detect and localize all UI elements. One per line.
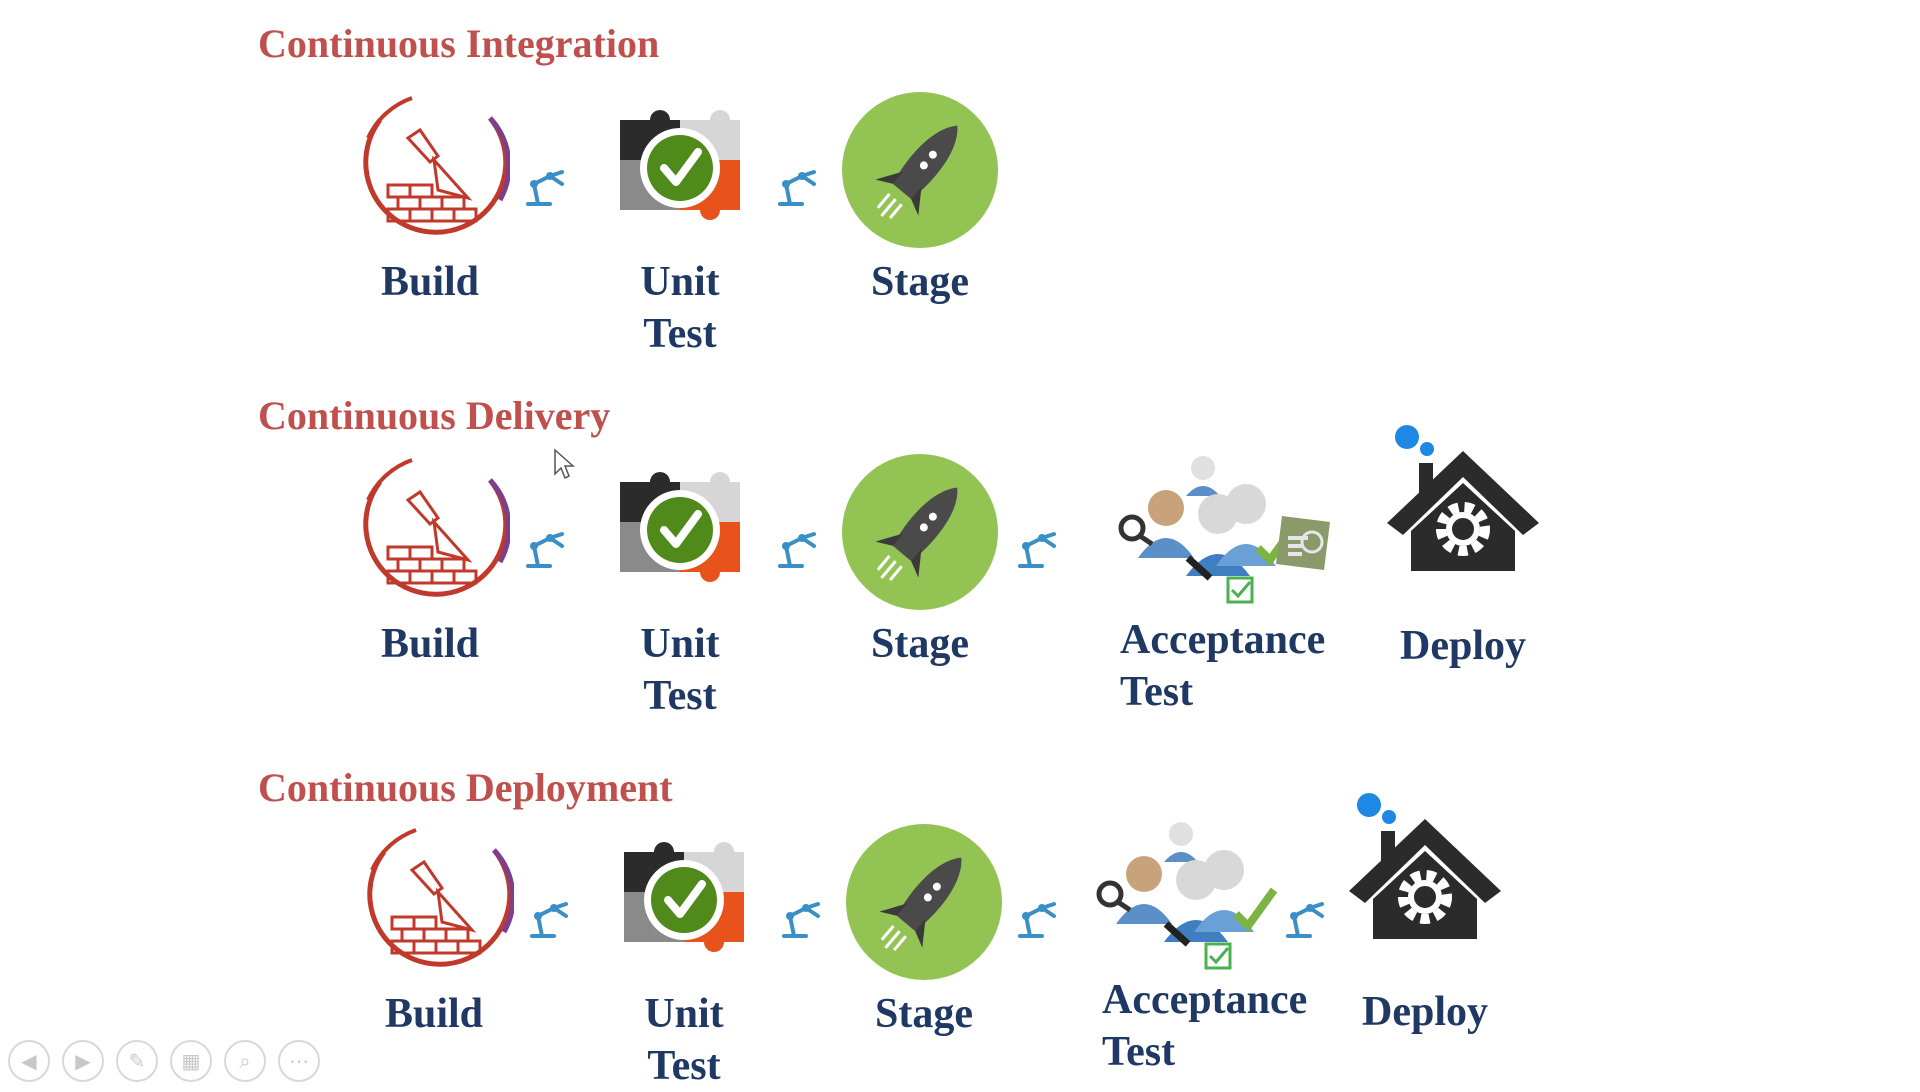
prev-icon[interactable]: ◀ [8,1040,50,1082]
stage-label: Acceptance Test [1120,617,1326,715]
robot-arm-icon [520,522,572,572]
more-icon[interactable]: ⋯ [278,1040,320,1082]
presentation-toolbar: ◀ ▶ ✎ ▦ ⌕ ⋯ [8,1040,320,1082]
stage-label: Build [380,259,480,305]
stage-unit-test: Unit Test [594,822,774,1092]
slides-icon[interactable]: ▦ [170,1040,212,1082]
build-brick-trowel-icon [350,90,510,250]
stage-acceptance-test: Acceptance Test [1066,814,1308,1078]
section-title-deployment: Continuous Deployment [258,765,673,810]
stage-label: Build [384,991,484,1037]
stage-stage: Stage [830,452,1010,670]
stage-label: Deploy [1400,623,1526,669]
rocket-icon [840,452,1000,612]
zoom-icon[interactable]: ⌕ [224,1040,266,1082]
stage-label: Deploy [1362,989,1488,1035]
build-brick-trowel-icon [354,822,514,982]
stage-label: Build [380,621,480,667]
robot-arm-icon [772,160,824,210]
hand-press-button-icon [1268,508,1338,578]
house-gear-icon [1383,418,1543,588]
stage-label: Unit Test [640,259,720,357]
stage-unit-test: Unit Test [590,90,770,360]
stage-label: Unit Test [644,991,724,1089]
robot-arm-icon [1280,892,1332,942]
stage-label: Stage [871,259,969,305]
robot-arm-icon [520,160,572,210]
stage-build: Build [340,90,520,308]
stage-stage: Stage [834,822,1014,1040]
pen-icon[interactable]: ✎ [116,1040,158,1082]
house-gear-icon [1345,786,1505,956]
stage-stage: Stage [830,90,1010,308]
stage-unit-test: Unit Test [590,452,770,722]
robot-arm-icon [1012,522,1064,572]
mouse-cursor-icon [554,448,575,480]
robot-arm-icon [1012,892,1064,942]
stage-label: Unit Test [640,621,720,719]
acceptance-people-icon [1086,814,1286,974]
robot-arm-icon [524,892,576,942]
puzzle-check-icon [600,90,760,250]
puzzle-check-icon [600,452,760,612]
build-brick-trowel-icon [350,452,510,612]
stage-deploy: Deploy [1368,418,1558,672]
stage-label: Stage [871,621,969,667]
section-title-ci: Continuous Integration [258,21,660,66]
robot-arm-icon [772,522,824,572]
stage-deploy: Deploy [1330,786,1520,1038]
rocket-icon [840,90,1000,250]
stage-label: Acceptance Test [1102,977,1308,1075]
stage-build: Build [344,822,524,1040]
puzzle-check-icon [604,822,764,982]
stage-label: Stage [875,991,973,1037]
stage-build: Build [340,452,520,670]
stage-acceptance-test: Acceptance Test [1078,448,1338,718]
section-title-delivery: Continuous Delivery [258,393,611,438]
rocket-icon [844,822,1004,982]
next-icon[interactable]: ▶ [62,1040,104,1082]
robot-arm-icon [776,892,828,942]
